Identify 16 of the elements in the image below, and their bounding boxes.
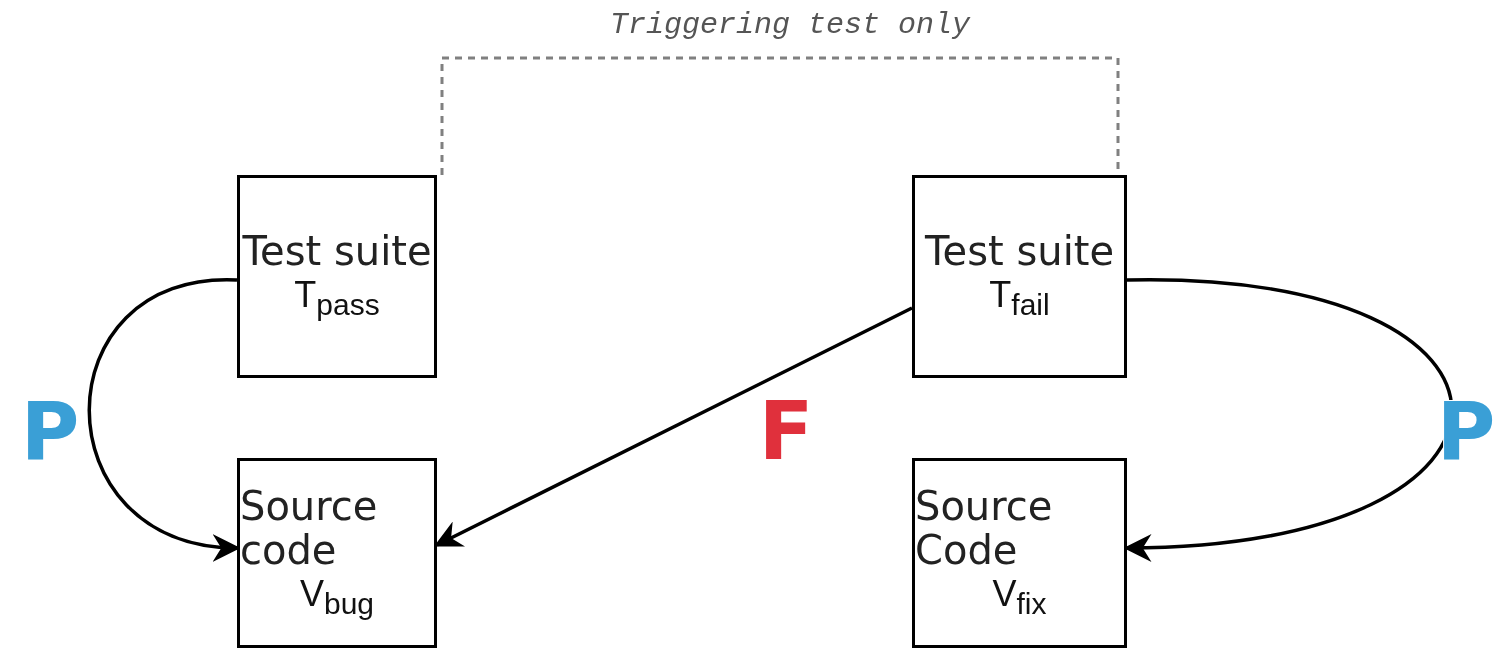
dashed-connector — [440, 56, 1120, 175]
box-title: Source code — [240, 483, 379, 572]
edge-label: P — [20, 392, 80, 472]
process-box — [912, 175, 1127, 378]
process-box — [912, 458, 1127, 648]
box-subtitle: V$_{fix}$ — [992, 571, 1047, 623]
edge-label: P — [1436, 392, 1496, 472]
box-title: Test suite — [242, 229, 432, 274]
edge-label: F — [758, 392, 814, 472]
box-subtitle: V$_{bug}$ — [299, 571, 375, 623]
process-box — [237, 175, 437, 378]
process-box — [237, 458, 437, 648]
box-title: Source Code — [915, 483, 1054, 572]
box-subtitle: T$_{fail}$ — [989, 273, 1050, 324]
box-title: Test suite — [924, 229, 1115, 274]
box-subtitle: T$_{pass}$ — [294, 273, 380, 324]
